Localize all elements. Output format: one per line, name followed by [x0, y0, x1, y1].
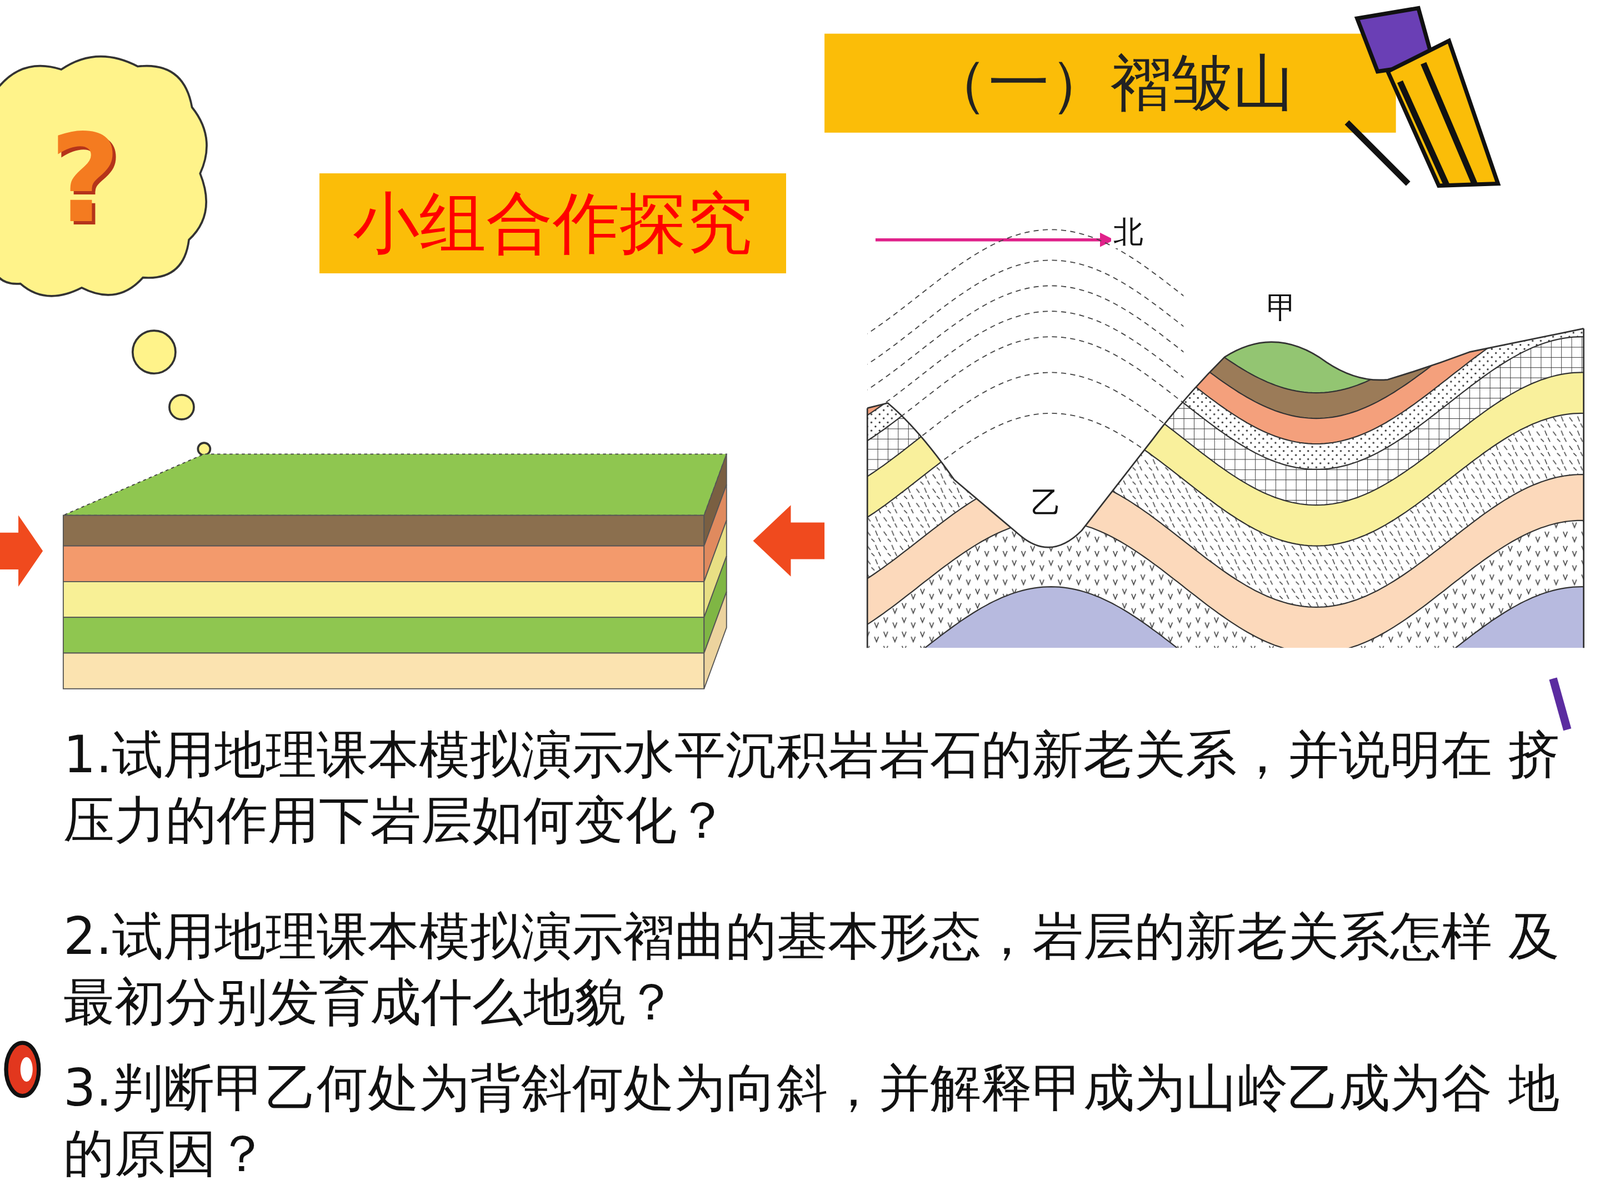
question-text: 1.试用地理课本模拟演示水平沉积岩岩石的新老关系，并说明在 挤压力的作用下岩层如… [63, 722, 1564, 854]
purple-mark [1553, 678, 1568, 730]
thought-bubbles [132, 330, 211, 455]
north-arrow-line [875, 238, 1104, 242]
title-text: （一）褶皱山 [927, 42, 1294, 125]
map-label: 北 [1111, 215, 1146, 249]
rock-layer [863, 0, 1588, 393]
question-text: 2.试用地理课本模拟演示褶曲的基本形态，岩层的新老关系怎样 及最初分别发育成什么… [63, 903, 1564, 1035]
strata-block [63, 453, 727, 689]
ground-surface [867, 328, 1584, 548]
pressure-arrow-left [0, 515, 43, 588]
map-label: 乙 [1028, 486, 1064, 519]
red-icon [6, 1042, 39, 1097]
section-edge-right [1582, 328, 1585, 648]
slide-title: （一）褶皱山 [824, 33, 1397, 133]
heading-box: 小组合作探究 [319, 173, 787, 274]
map-label: 甲 [1264, 291, 1299, 324]
section-edge-left [866, 408, 869, 649]
eroded-layer-line [863, 229, 1586, 363]
thought-cloud: ? [0, 51, 215, 307]
question-mark: ? [49, 117, 121, 240]
cloud-shape [0, 56, 207, 297]
title-banner [824, 33, 1397, 133]
question-text: 3.判断甲乙何处为背斜何处为向斜，并解释甲成为山岭乙成为谷 地的原因？ [63, 1055, 1564, 1187]
layer-boundary [863, 586, 1586, 720]
activity-heading: 小组合作探究 [352, 190, 753, 257]
fold-layers [863, 0, 1588, 985]
pressure-arrow-right [753, 505, 825, 577]
pencil-decoration [1346, 8, 1498, 187]
